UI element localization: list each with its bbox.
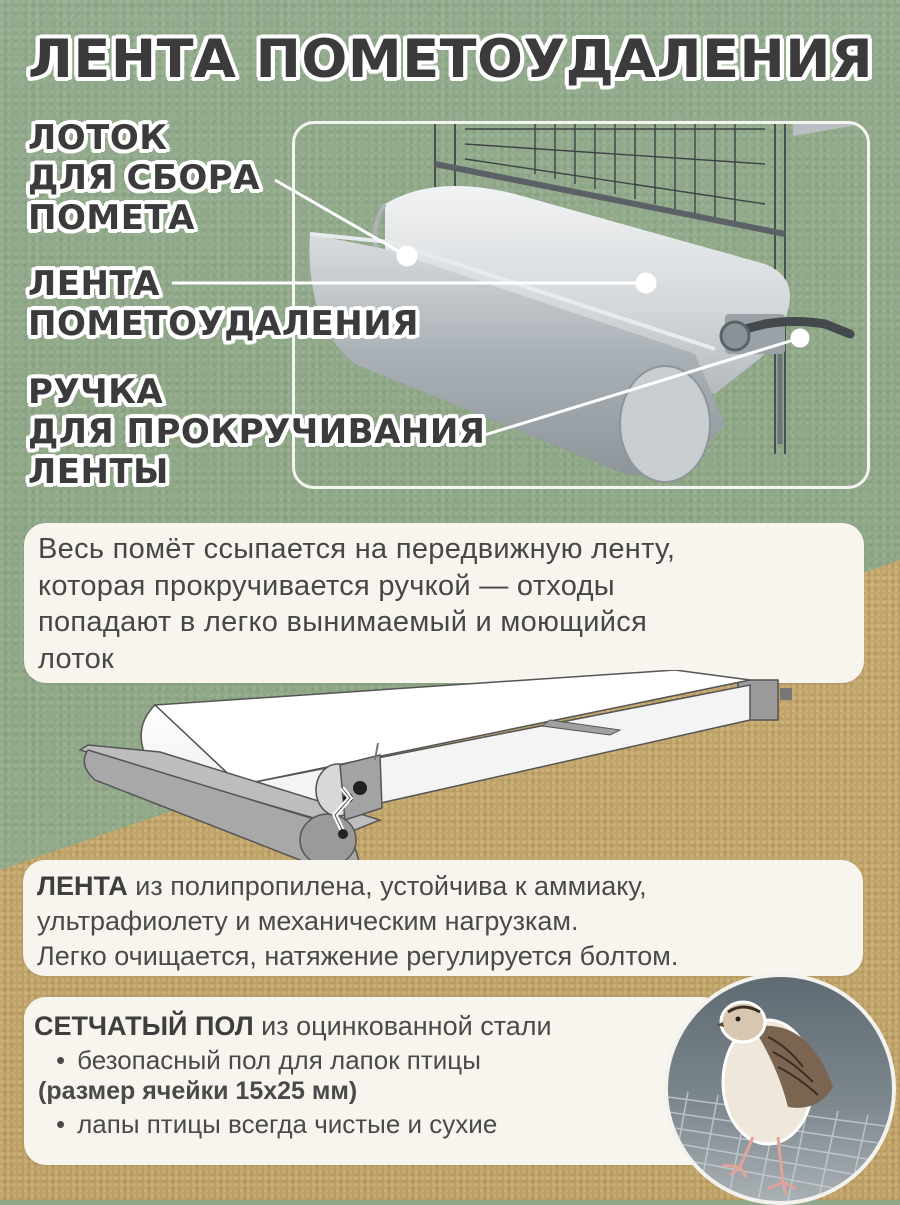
belt-info-bold-label: ЛЕНТА bbox=[37, 871, 128, 901]
floor-info-cell-size: (размер ячейки 15х25 мм) bbox=[38, 1077, 358, 1105]
belt-info-card: ЛЕНТА из полипропилена, устойчива к амми… bbox=[23, 860, 863, 976]
callout-handle: РУЧКА ДЛЯ ПРОКРУЧИВАНИЯ ЛЕНТЫ bbox=[28, 372, 486, 492]
description-line3: попадают в легко вынимаемый и моющийся bbox=[38, 606, 648, 638]
callout-tray-line3: ПОМЕТА bbox=[28, 198, 195, 238]
quail-photo bbox=[664, 973, 896, 1205]
conveyor-belt-illustration bbox=[78, 670, 792, 868]
callout-belt: ЛЕНТА ПОМЕТОУДАЛЕНИЯ bbox=[28, 264, 419, 344]
floor-info-bullet1: безопасный пол для лапок птицы bbox=[56, 1045, 481, 1076]
description-line1: Весь помёт ссыпается на передвижную лент… bbox=[38, 533, 676, 565]
floor-info-line1: СЕТЧАТЫЙ ПОЛ из оцинкованной стали bbox=[34, 1011, 552, 1042]
callout-belt-line1: ЛЕНТА bbox=[28, 264, 160, 304]
callout-tray: ЛОТОК ДЛЯ СБОРА ПОМЕТА bbox=[28, 118, 260, 238]
quail-illustration bbox=[668, 1000, 892, 1201]
belt-info-line2: ультрафиолету и механическим нагрузкам. bbox=[37, 906, 579, 936]
callout-handle-line3: ЛЕНТЫ bbox=[28, 452, 169, 492]
floor-info-card: СЕТЧАТЫЙ ПОЛ из оцинкованной стали безоп… bbox=[24, 997, 724, 1165]
callout-handle-line1: РУЧКА bbox=[28, 372, 164, 412]
description-line2: которая прокручивается ручкой — отходы bbox=[38, 569, 615, 602]
floor-info-bullet2: лапы птицы всегда чистые и сухие bbox=[56, 1109, 497, 1140]
callout-handle-line2: ДЛЯ ПРОКРУЧИВАНИЯ bbox=[28, 412, 486, 452]
description-card: Весь помёт ссыпается на передвижную лент… bbox=[24, 523, 864, 683]
description-line4: лоток bbox=[38, 642, 115, 675]
floor-info-line1-rest: из оцинкованной стали bbox=[253, 1011, 552, 1041]
callout-tray-line2: ДЛЯ СБОРА bbox=[28, 158, 261, 198]
belt-info-line1: из полипропилена, устойчива к аммиаку, bbox=[127, 871, 647, 901]
callout-belt-line2: ПОМЕТОУДАЛЕНИЯ bbox=[28, 304, 419, 344]
floor-info-bold-label: СЕТЧАТЫЙ ПОЛ bbox=[34, 1011, 254, 1041]
callout-tray-line1: ЛОТОК bbox=[28, 118, 168, 158]
belt-info-line3: Легко очищается, натяжение регулируется … bbox=[37, 941, 679, 971]
page-title: ЛЕНТА ПОМЕТОУДАЛЕНИЯ bbox=[28, 29, 874, 90]
